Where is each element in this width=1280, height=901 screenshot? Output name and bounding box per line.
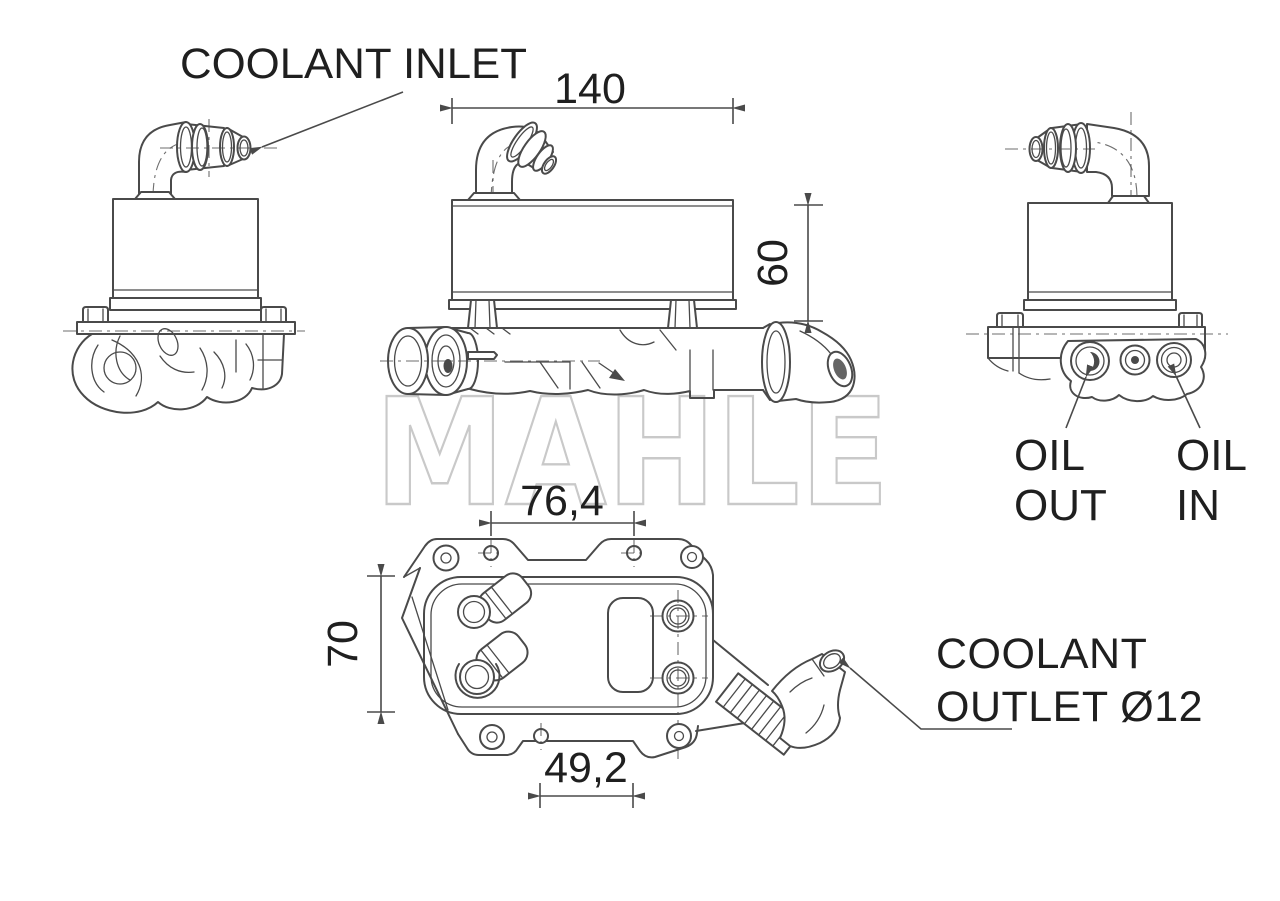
coolant-outlet-text-line1: COOLANT	[936, 630, 1147, 678]
label-coolant-outlet: COOLANT OUTLET Ø12	[838, 630, 1203, 731]
coolant-inlet-fitting-left	[138, 119, 278, 197]
oil-out-text-line2: OUT	[1014, 481, 1107, 530]
dim-70-text: 70	[319, 620, 367, 668]
oil-fittings-plan	[454, 572, 533, 699]
dim-76-4-text: 76,4	[520, 477, 604, 525]
dimension-60: 60	[749, 192, 823, 334]
dimension-76-4: 76,4	[478, 477, 647, 536]
coolant-inlet-text: COOLANT INLET	[180, 40, 527, 88]
label-oil-out: OIL OUT	[1014, 364, 1107, 530]
cooler-body-right	[1023, 195, 1177, 311]
gasket	[423, 576, 714, 715]
base-ports-right	[966, 312, 1228, 403]
flange-plate-outline	[401, 538, 769, 759]
dim-49-2-text: 49,2	[544, 744, 628, 792]
mounting-holes-plan	[432, 540, 704, 750]
coolant-inlet-leader	[249, 91, 404, 155]
dimension-140: 140	[439, 65, 746, 124]
coolant-inlet-fitting-front	[475, 121, 558, 213]
dimension-49-2: 49,2	[527, 744, 646, 808]
view-front	[380, 121, 856, 404]
oil-in-leader	[1167, 363, 1201, 429]
coolant-outlet-text-line2: OUTLET Ø12	[936, 683, 1203, 731]
dimension-70: 70	[319, 563, 395, 725]
view-right-side	[966, 112, 1228, 403]
dim-140-text: 140	[554, 65, 626, 113]
coolant-inlet-fitting-right	[1005, 112, 1150, 216]
coolant-outlet-elbow-plan	[715, 649, 846, 756]
oil-in-text-line2: IN	[1176, 481, 1220, 530]
base-casting-left	[63, 306, 305, 414]
cooler-body-front	[448, 192, 737, 329]
view-left-side	[63, 119, 305, 414]
oil-out-leader	[1065, 364, 1094, 429]
coolant-outlet-leader	[838, 657, 1012, 730]
label-coolant-inlet: COOLANT INLET	[180, 40, 527, 155]
cooler-body-left	[109, 191, 262, 311]
oil-in-text-line1: OIL	[1176, 431, 1247, 480]
view-plan	[401, 538, 846, 762]
dim-60-text: 60	[749, 239, 797, 287]
plan-center-features	[607, 590, 708, 762]
base-assembly-front	[380, 321, 856, 404]
oil-out-port	[1070, 341, 1110, 381]
oil-out-text-line1: OIL	[1014, 431, 1085, 480]
label-oil-in: OIL IN	[1167, 363, 1247, 530]
